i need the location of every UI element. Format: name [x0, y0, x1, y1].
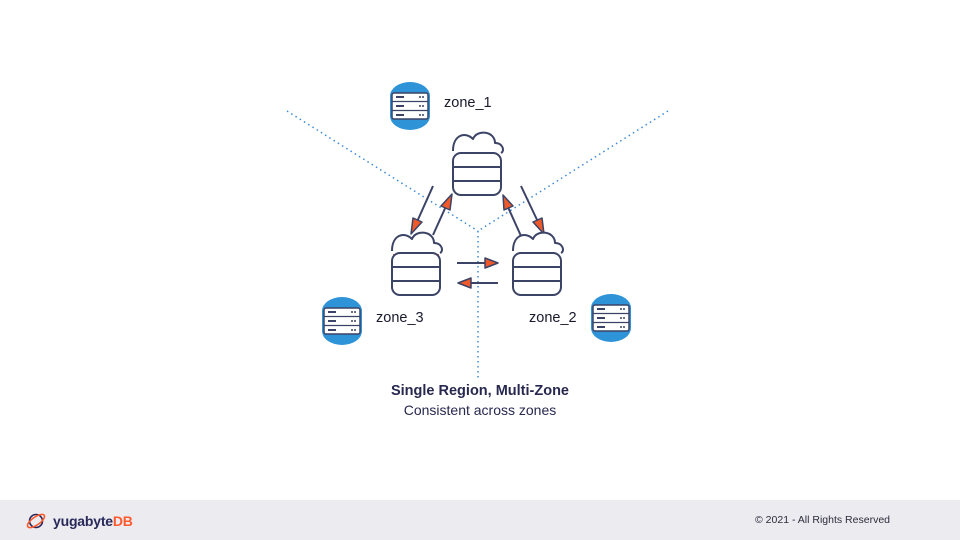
footer-bar: yugabyteDB © 2021 - All Rights Reserved	[0, 500, 960, 540]
copyright-text: © 2021 - All Rights Reserved	[755, 514, 890, 526]
replication-arrow-icon	[520, 185, 545, 235]
database-node-zone-3	[391, 231, 443, 296]
diagram-caption-subtitle: Consistent across zones	[403, 402, 557, 418]
zone-label-zone-3: zone_3	[376, 310, 424, 326]
replication-arrow-icon	[502, 194, 522, 237]
replication-arrow-icon	[457, 277, 498, 289]
server-rack-icon	[321, 296, 363, 346]
replication-arrows	[410, 185, 545, 289]
replication-arrow-icon	[432, 193, 453, 236]
brand-logo: yugabyteDB	[25, 510, 133, 532]
database-node-zone-1	[452, 131, 504, 196]
zone-label-zone-2: zone_2	[529, 310, 577, 326]
zone-label-zone-1: zone_1	[444, 95, 492, 111]
server-rack-icon	[389, 81, 431, 131]
zone-diagram	[286, 81, 669, 378]
replication-arrow-icon	[457, 257, 499, 269]
brand-name-suffix: DB	[112, 513, 133, 529]
brand-name-prefix: yugabyte	[53, 513, 113, 529]
database-node-zone-2	[512, 231, 564, 296]
brand-name: yugabyteDB	[53, 513, 133, 529]
planet-orbit-icon	[26, 513, 46, 529]
server-rack-icon	[590, 293, 632, 343]
diagram-caption-title: Single Region, Multi-Zone	[390, 383, 569, 399]
replication-arrow-icon	[410, 185, 434, 235]
